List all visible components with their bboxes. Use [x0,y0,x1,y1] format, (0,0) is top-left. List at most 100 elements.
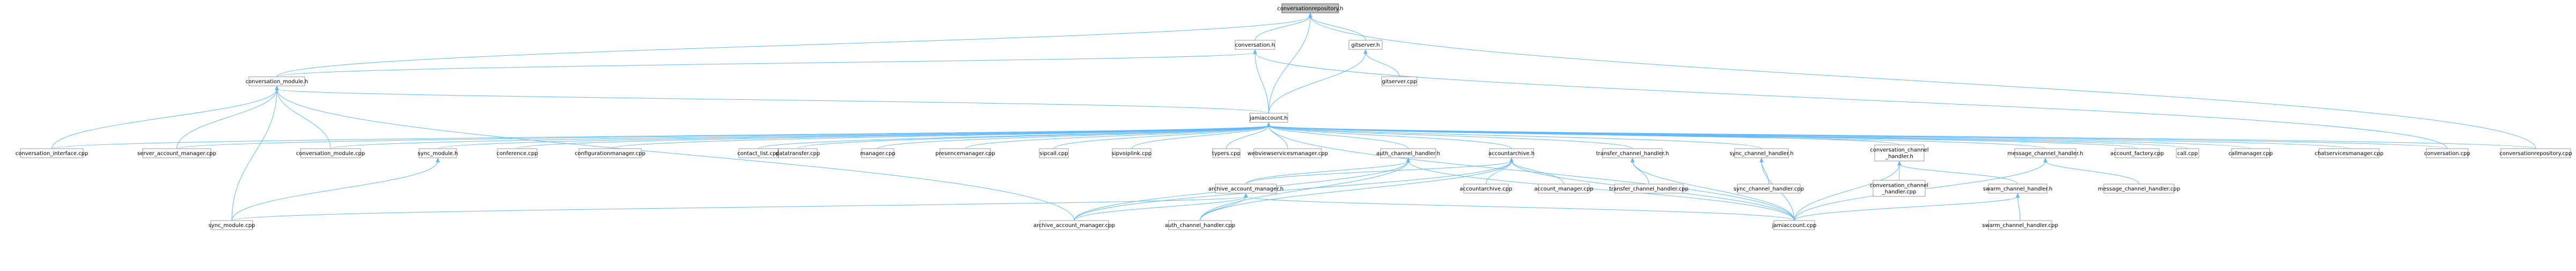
node-typers-cpp[interactable]: typers.cpp [1212,148,1241,158]
node-sync-module-cpp[interactable]: sync_module.cpp [209,220,255,230]
node-account-manager-cpp[interactable]: account_manager.cpp [1534,184,1594,194]
edge-line [877,125,1269,149]
edge-jamiaccount_h-to-conversation_module_h [275,85,1269,114]
edge-line [1268,125,1512,149]
node-box [1381,76,1418,86]
node-conversation-module-h[interactable]: conversation_module.h [246,76,309,86]
node-manager-cpp[interactable]: manager.cpp [860,148,896,158]
node-datatransfer-cpp[interactable]: datatransfer.cpp [776,148,820,158]
node-label: account_factory.cpp [2110,151,2164,157]
node-configurationmanager-cpp[interactable]: configurationmanager.cpp [575,148,645,158]
node-swarm-channel-handler-cpp[interactable]: swarm_channel_handler.cpp [1982,220,2058,230]
node-accountarchive-h[interactable]: accountarchive.h [1488,148,1535,158]
edge-message_channel_handler_cpp-to-message_channel_handler_h [2043,157,2139,185]
node-jamiaccount-cpp[interactable]: jamiaccount.cpp [1772,220,1817,230]
node-chatservicesmanager-cpp[interactable]: chatservicesmanager.cpp [2315,148,2383,158]
node-label: conversation.cpp [2424,151,2470,157]
node-box [578,148,642,158]
node-call-cpp[interactable]: call.cpp [2176,148,2199,158]
node-box [1348,40,1383,50]
node-box [1773,220,1815,230]
edge-line [1268,125,2536,149]
node-transfer-channel-handler-cpp[interactable]: transfer_channel_handler.cpp [1609,184,1689,194]
edge-jamiaccount_cpp-to-transfer_channel_handler_h [1630,157,1795,221]
edge-line [1245,160,1408,185]
node-box [2231,148,2270,158]
node-sipcall-cpp[interactable]: sipcall.cpp [1039,148,1069,158]
node-sync-channel-handler-h[interactable]: sync_channel_handler.h [1729,148,1794,158]
node-conversation-interface-cpp[interactable]: conversation_interface.cpp [16,148,89,158]
edge-sipcall_cpp-to-jamiaccount_h [1053,122,1271,149]
edge-account_manager_cpp-to-accountarchive_h [1509,157,1564,185]
node-gitserver-h[interactable]: gitserver.h [1348,40,1383,50]
node-auth-channel-handler-cpp[interactable]: auth_channel_handler.cpp [1165,220,1235,230]
node-message-channel-handler-cpp[interactable]: message_channel_handler.cpp [2098,184,2180,194]
node-label: conversation_channel [1870,148,1928,153]
edge-sync_module_cpp-to-conversation_module_h [231,85,279,221]
edge-jamiaccount_h-to-conversationrepository_h [1268,12,1312,114]
node-archive-account-manager-h[interactable]: archive_account_manager.h [1208,184,1283,194]
node-label: manager.cpp [860,151,895,157]
edge-line [52,89,277,149]
node-message-channel-handler-h[interactable]: message_channel_handler.h [2007,148,2083,158]
node-conversationrepository-h: conversationrepository.h [1277,3,1344,13]
node-label: presencemanager.cpp [935,151,995,157]
edge-line [1899,164,2018,185]
node-jamiaccount-h[interactable]: jamiaccount.h [1249,113,1288,123]
node-conversation-channel-handler-h[interactable]: conversation_channel_handler.h [1870,144,1929,162]
node-label: sync_channel_handler.h [1729,151,1793,157]
edge-transfer_channel_handler_h-to-jamiaccount_h [1266,122,1633,149]
edge-line [2017,196,2021,221]
node-box [2426,148,2469,158]
node-conversation-channel-handler-cpp[interactable]: conversation_channel_handler.cpp [1870,180,1928,197]
node-presencemanager-cpp[interactable]: presencemanager.cpp [935,148,995,158]
node-archive-account-manager-cpp[interactable]: archive_account_manager.cpp [1033,220,1115,230]
node-conversation-h[interactable]: conversation.h [1235,40,1275,50]
node-accountarchive-cpp[interactable]: accountarchive.cpp [1460,184,1513,194]
node-sipvoiplink-cpp[interactable]: sipvoiplink.cpp [1112,148,1152,158]
node-box [1253,148,1322,158]
node-callmanager-cpp[interactable]: callmanager.cpp [2228,148,2273,158]
edge-arrowhead [1759,157,1764,163]
node-server-account-manager-cpp[interactable]: server_account_manager.cpp [137,148,216,158]
node-label: contact_list.cpp [737,151,779,157]
edge-line [1074,196,1246,221]
node-transfer-channel-handler-h[interactable]: transfer_channel_handler.h [1596,148,1669,158]
node-conversation-module-cpp[interactable]: conversation_module.cpp [296,148,365,158]
node-label: transfer_channel_handler.cpp [1609,186,1689,192]
node-label: datatransfer.cpp [776,151,820,157]
node-label: archive_account_manager.h [1208,186,1283,192]
node-label: sipcall.cpp [1040,151,1068,157]
edge-conversation_module_cpp-to-conversation_module_h [275,85,331,149]
node-box [1235,40,1275,50]
node-box [1112,148,1151,158]
node-account-factory-cpp[interactable]: account_factory.cpp [2110,148,2164,158]
node-auth-channel-handler-h[interactable]: auth_channel_handler.h [1376,148,1440,158]
node-sync-module-h[interactable]: sync_module.h [418,148,458,158]
node-box [419,148,457,158]
edge-accountarchive_h-to-jamiaccount_h [1266,122,1512,149]
node-box [861,148,894,158]
node-label: conference.cpp [496,151,538,157]
node-webviewservicesmanager-cpp[interactable]: webviewservicesmanager.cpp [1247,148,1328,158]
edge-call_cpp-to-jamiaccount_h [1266,122,2188,149]
edge-line [1053,125,1269,149]
edge-swarm_channel_handler_cpp-to-swarm_channel_handler_h [2015,193,2021,221]
node-label: gitserver.cpp [1382,79,1417,85]
edge-line [610,125,1269,149]
node-label: jamiaccount.cpp [1772,223,1817,229]
nodes-layer: conversationrepository.h conversation.h gi… [16,3,2572,230]
node-gitserver-cpp[interactable]: gitserver.cpp [1381,76,1418,86]
node-conversation-cpp[interactable]: conversation.cpp [2424,148,2470,158]
edge-line [1268,52,1366,114]
node-swarm-channel-handler-h[interactable]: swarm_channel_handler.h [1983,184,2053,194]
edge-line [1131,125,1269,149]
node-conversationrepository-cpp[interactable]: conversationrepository.cpp [2499,148,2572,158]
node-box [1538,184,1590,194]
node-box [1215,184,1277,194]
node-contact-list-cpp[interactable]: contact_list.cpp [737,148,780,158]
node-label: accountarchive.cpp [1460,186,1513,192]
node-conference-cpp[interactable]: conference.cpp [496,148,538,158]
node-sync-channel-handler-cpp[interactable]: sync_channel_handler.cpp [1734,184,1804,194]
node-box [1281,3,1339,13]
